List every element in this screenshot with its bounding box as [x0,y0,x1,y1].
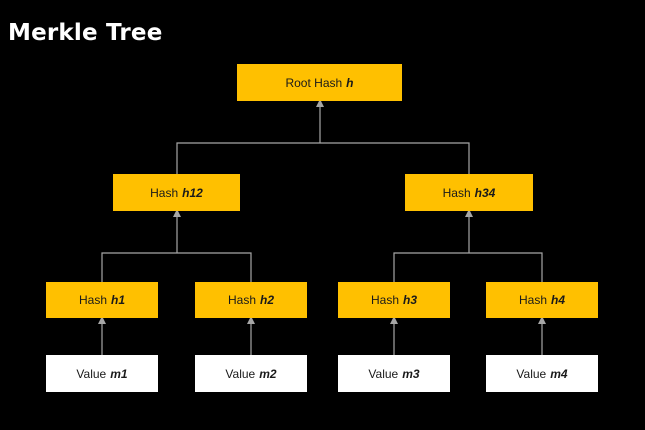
node-variable: m2 [259,366,277,381]
connector-h3-h4 [393,252,543,282]
value-node-m4: Value m4 [486,355,598,392]
node-label: Hash [227,293,256,307]
node-variable: m1 [110,366,128,381]
node-variable: m4 [550,366,568,381]
node-label: Value [225,366,256,381]
connector-h12-h34 [176,142,470,174]
hash-node-h4: Hash h4 [486,282,598,318]
node-label: Value [76,366,107,381]
node-label: Hash [370,293,399,307]
hash-node-h12: Hash h12 [113,174,240,211]
node-variable: h1 [111,293,126,307]
node-variable: h12 [182,185,203,200]
hash-node-h1: Hash h1 [46,282,158,318]
node-variable: h2 [260,293,275,307]
connector-h1-h2 [101,252,252,282]
node-label: Hash [78,293,107,307]
hash-node-h3: Hash h3 [338,282,450,318]
node-label: Root Hash [285,75,343,90]
node-variable: h [346,75,354,90]
hash-node-h2: Hash h2 [195,282,307,318]
node-label: Value [516,366,547,381]
hash-node-h34: Hash h34 [405,174,533,211]
node-label: Hash [442,185,471,200]
value-node-m2: Value m2 [195,355,307,392]
value-node-m1: Value m1 [46,355,158,392]
diagram-title: Merkle Tree [8,20,163,46]
node-label: Value [368,366,399,381]
node-label: Hash [518,293,547,307]
node-variable: h3 [403,293,418,307]
root-hash-node: Root Hash h [237,64,402,101]
node-variable: m3 [402,366,420,381]
node-variable: h34 [474,185,496,200]
node-label: Hash [150,185,179,200]
value-node-m3: Value m3 [338,355,450,392]
node-variable: h4 [551,293,566,307]
